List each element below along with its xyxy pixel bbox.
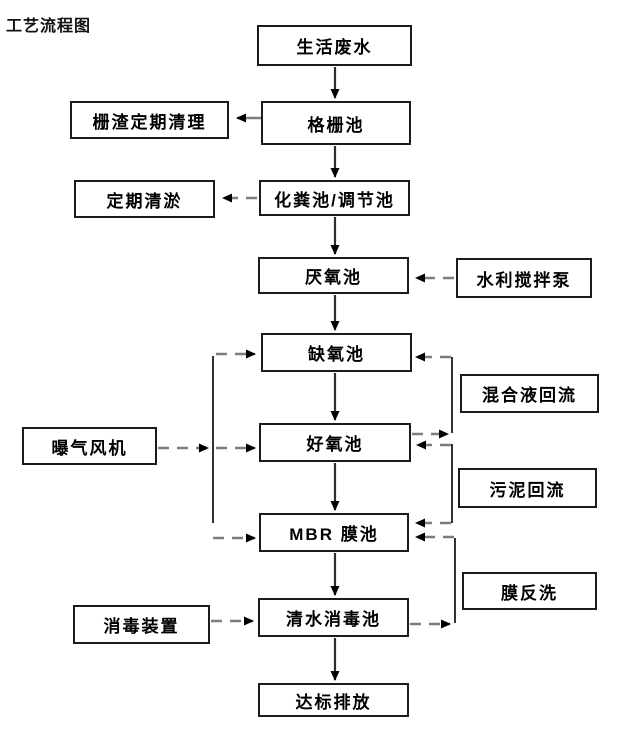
diagram-title: 工艺流程图	[6, 18, 92, 35]
node-septic-regulating-tank: 化粪池/调节池	[259, 180, 410, 216]
node-anoxic-tank: 缺氧池	[261, 333, 412, 372]
node-mixed-liquor-reflux: 混合液回流	[460, 374, 599, 413]
node-grid-tank: 格栅池	[261, 101, 411, 145]
node-sludge-reflux: 污泥回流	[458, 468, 597, 508]
node-disinfection-device: 消毒装置	[73, 605, 210, 644]
node-domestic-wastewater: 生活废水	[257, 25, 412, 66]
node-membrane-backwash: 膜反洗	[462, 572, 597, 610]
node-grid-residue-cleanup: 栅渣定期清理	[70, 101, 229, 139]
node-aeration-blower: 曝气风机	[22, 427, 157, 465]
node-periodic-desilting: 定期清淤	[74, 180, 215, 218]
node-hydraulic-mixing-pump: 水利搅拌泵	[456, 258, 592, 298]
node-clean-water-disinfection-tank: 清水消毒池	[258, 598, 409, 637]
node-mbr-membrane-tank: MBR 膜池	[259, 513, 409, 552]
node-aerobic-tank: 好氧池	[259, 423, 411, 462]
node-anaerobic-tank: 厌氧池	[258, 257, 409, 294]
node-standard-discharge: 达标排放	[258, 683, 409, 717]
